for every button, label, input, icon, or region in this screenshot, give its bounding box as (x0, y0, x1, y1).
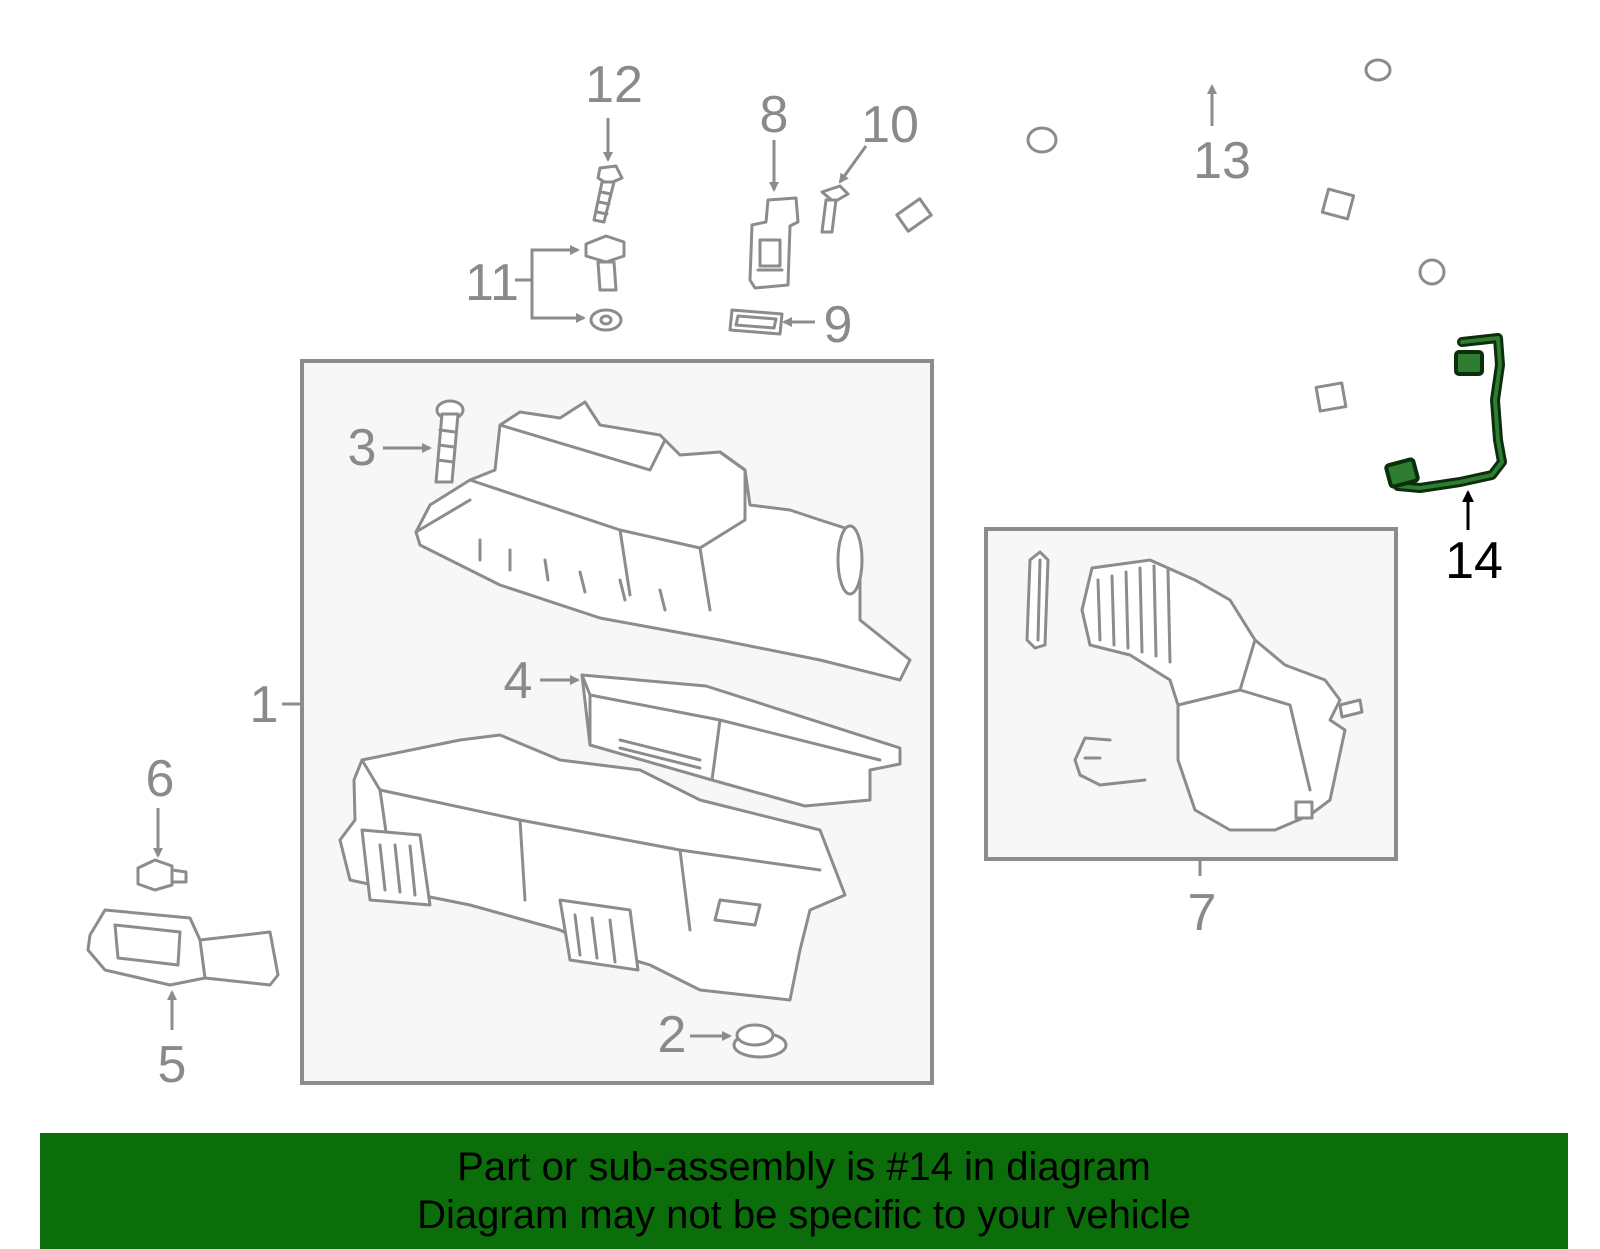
callout-7: 7 (1188, 884, 1217, 942)
part-1-air-cleaner-housing[interactable] (338, 733, 847, 1002)
info-banner: Part or sub-assembly is #14 in diagram D… (40, 1133, 1568, 1249)
part-11-nut-washer[interactable] (584, 234, 626, 332)
part-6-clip[interactable] (136, 858, 188, 892)
callout-4: 4 (504, 652, 533, 710)
callout-9: 9 (824, 296, 853, 354)
callout-8: 8 (760, 86, 789, 144)
part-8-sensor[interactable] (748, 196, 800, 290)
part-7-intake-duct[interactable] (1025, 550, 1364, 832)
leader-lines (153, 84, 1474, 1041)
callout-2: 2 (658, 1006, 687, 1064)
part-3-bolt[interactable] (434, 399, 465, 484)
part-9-gasket[interactable] (728, 308, 784, 336)
part-5-duct[interactable] (86, 908, 280, 987)
part-2-grommet[interactable] (732, 1023, 788, 1059)
part-1-air-cleaner-cover[interactable] (414, 400, 912, 682)
part-4-air-filter[interactable] (580, 673, 902, 808)
banner-line-1: Part or sub-assembly is #14 in diagram (457, 1145, 1151, 1189)
banner-line-2: Diagram may not be specific to your vehi… (417, 1193, 1191, 1237)
callout-1: 1 (250, 676, 279, 734)
part-12-bolt[interactable] (592, 164, 624, 224)
callout-14: 14 (1445, 532, 1503, 590)
part-10-screw[interactable] (820, 184, 850, 234)
callout-11: 11 (465, 254, 519, 312)
callout-6: 6 (146, 750, 175, 808)
callout-13: 13 (1193, 132, 1251, 190)
part-14-highlighted-harness[interactable] (1384, 333, 1507, 493)
callout-3: 3 (348, 419, 377, 477)
callout-12: 12 (585, 56, 643, 114)
callout-10: 10 (861, 96, 919, 154)
callout-5: 5 (158, 1036, 187, 1094)
part-13-harness[interactable] (895, 58, 1516, 413)
